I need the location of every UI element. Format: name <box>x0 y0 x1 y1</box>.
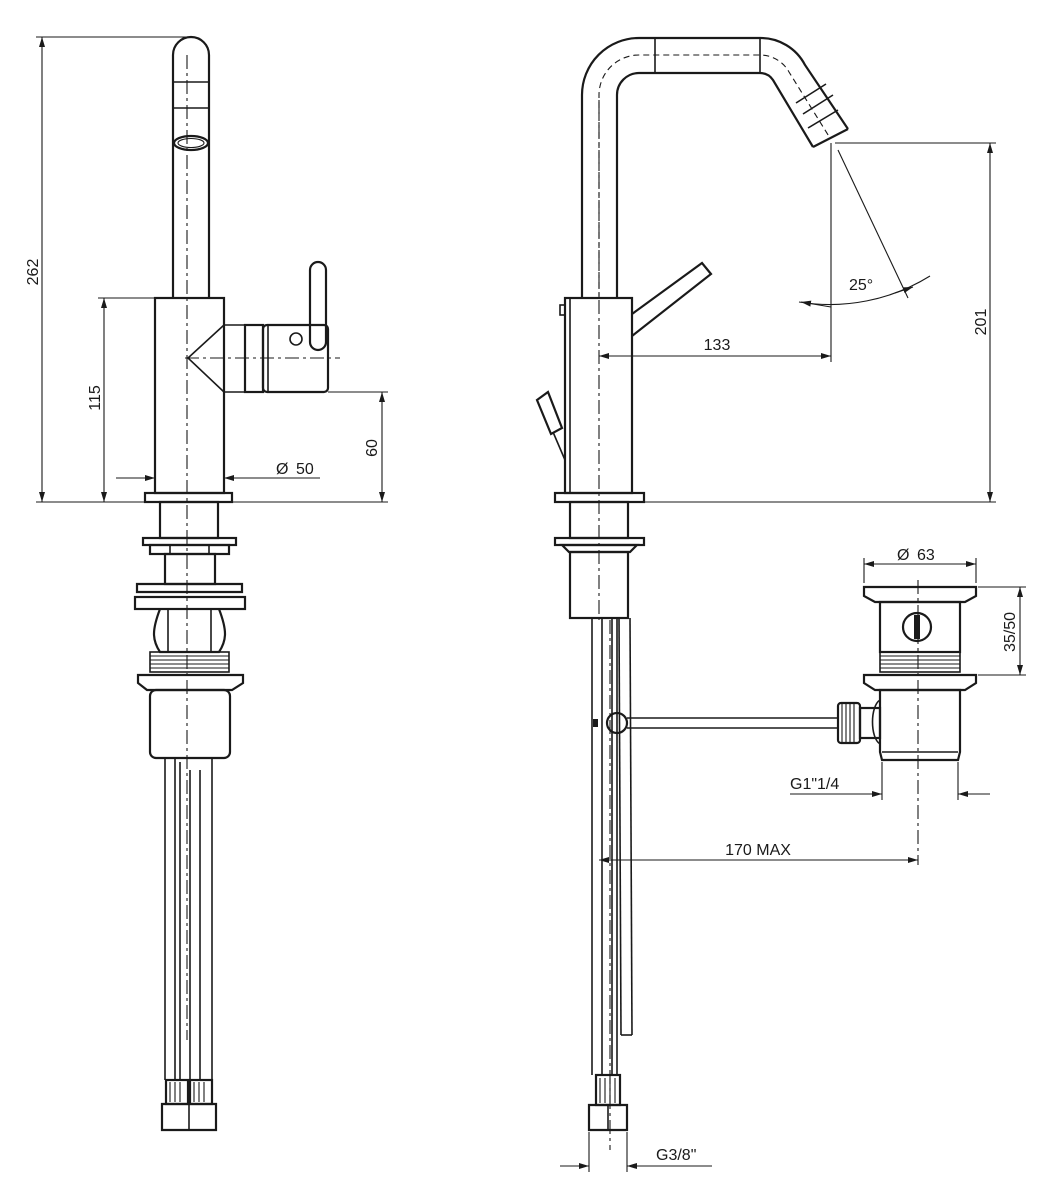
dim-overall-height-label: 262 <box>25 259 42 286</box>
side-spout <box>580 36 849 298</box>
dim-spout-height: 201 <box>644 142 996 503</box>
dim-handle-height: 60 <box>232 391 388 503</box>
front-spout <box>171 35 211 298</box>
front-body <box>153 260 330 495</box>
dim-waste-diameter-label: 63 <box>917 547 935 564</box>
dim-overall-height: 262 <box>25 36 190 503</box>
waste-thread <box>880 655 960 669</box>
side-body <box>535 261 713 495</box>
dim-waste-thread-label: G1"1/4 <box>790 776 839 793</box>
dim-spout-height-label: 201 <box>973 309 990 336</box>
dim-handle-height-label: 60 <box>364 439 381 457</box>
pop-up-rod <box>593 701 882 745</box>
dim-base-diameter-symbol: Ø <box>276 461 288 478</box>
dim-base-diameter: Ø 50 <box>116 461 320 481</box>
front-mount <box>133 491 247 760</box>
front-view: 262 115 60 Ø 50 <box>25 35 388 1132</box>
waste-valve <box>862 580 978 865</box>
dim-waste-thread: G1"1/4 <box>790 762 990 800</box>
front-hoses <box>160 758 218 1132</box>
dim-base-diameter-label: 50 <box>296 461 314 478</box>
dim-body-height-label: 115 <box>87 385 104 411</box>
dim-hose-thread: G3/8" <box>560 1132 712 1172</box>
dim-rod-length: 170 MAX <box>599 842 918 863</box>
dim-spout-angle: 25° <box>798 143 931 362</box>
side-view: 201 25° 133 Ø 63 35/50 <box>535 36 1026 1172</box>
dim-rod-length-label: 170 MAX <box>725 842 791 859</box>
side-hoses <box>587 617 633 1132</box>
dim-spout-reach: 133 <box>599 337 831 359</box>
dim-spout-angle-label: 25° <box>849 277 873 294</box>
dim-waste-diameter-symbol: Ø <box>897 547 909 564</box>
dim-waste-diameter: Ø 63 <box>863 547 977 583</box>
dim-waste-height: 35/50 <box>978 586 1026 676</box>
dim-body-height: 115 <box>87 297 155 502</box>
dim-hose-thread-label: G3/8" <box>656 1147 696 1164</box>
front-thread <box>150 655 229 669</box>
dim-waste-height-label: 35/50 <box>1002 612 1019 652</box>
dim-spout-reach-label: 133 <box>704 337 731 354</box>
